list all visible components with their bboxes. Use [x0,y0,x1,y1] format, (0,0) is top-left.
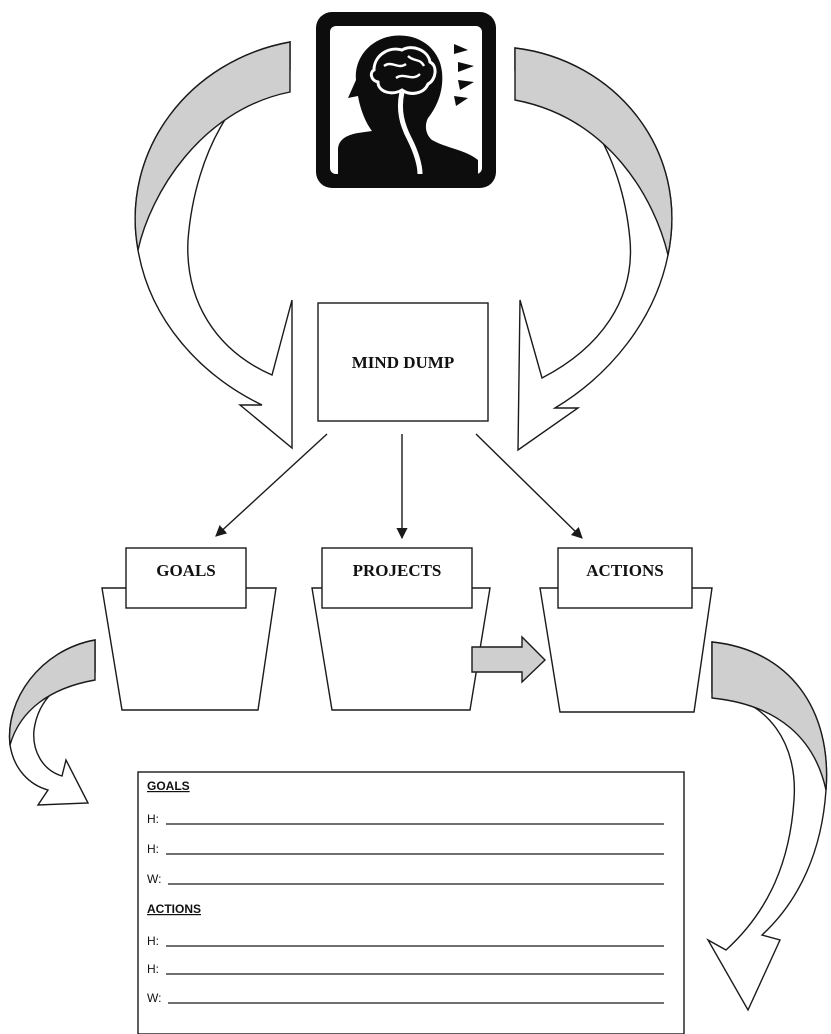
bucket-actions-label: ACTIONS [586,561,663,580]
bucket-actions: ACTIONS [539,547,713,713]
right-curved-arrow [514,47,673,452]
arrow-to-goals [215,433,328,537]
head-brain-icon [316,12,496,188]
left-curved-arrow [134,41,293,450]
bucket-projects: PROJECTS [311,547,491,711]
form-goals-line-1: H: [147,812,159,826]
right-lower-curved-arrow [706,641,828,1012]
form-actions-line-3: W: [147,991,161,1005]
mind-dump-label: MIND DUMP [352,353,454,372]
bucket-projects-label: PROJECTS [353,561,442,580]
goals-actions-form: GOALS H: H: W: ACTIONS H: H: W: [137,771,685,1034]
bucket-goals-label: GOALS [156,561,216,580]
bucket-goals: GOALS [101,547,277,711]
mind-dump-node: MIND DUMP [317,302,489,422]
form-actions-line-2: H: [147,962,159,976]
form-goals-heading: GOALS [147,779,190,793]
form-goals-line-3: W: [147,872,161,886]
left-lower-curved-arrow [8,639,96,806]
arrow-to-actions [475,433,583,539]
projects-to-actions-arrow [471,635,547,684]
form-goals-line-2: H: [147,842,159,856]
form-actions-heading: ACTIONS [147,902,201,916]
form-actions-line-1: H: [147,934,159,948]
